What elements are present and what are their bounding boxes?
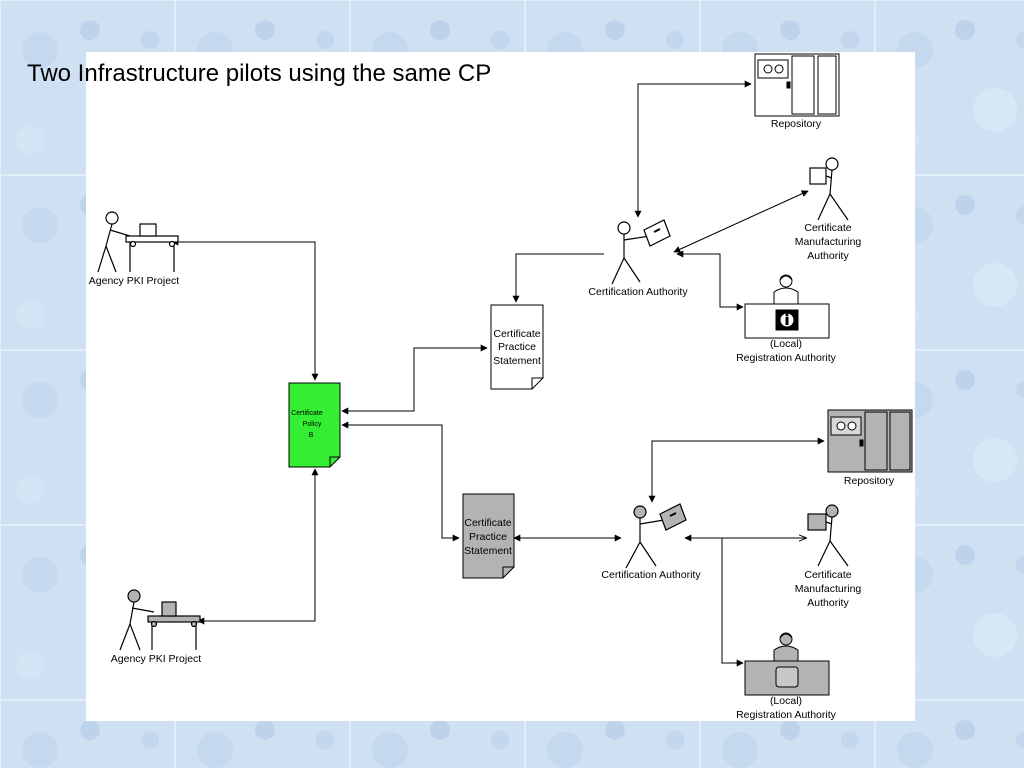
info-desk-icon bbox=[744, 274, 830, 339]
lra-top: (Local) Registration Authority bbox=[736, 274, 837, 364]
cma-bottom-line2: Manufacturing bbox=[795, 583, 862, 595]
connectors bbox=[171, 80, 825, 667]
ca-bottom-label: Certification Authority bbox=[601, 569, 701, 581]
cps-bottom: Certificate Practice Statement bbox=[462, 493, 515, 579]
lra-bottom: (Local) Registration Authority bbox=[736, 632, 837, 721]
lra-bottom-line2: Registration Authority bbox=[736, 709, 837, 721]
slide-title: Two Infrastructure pilots using the same… bbox=[27, 60, 492, 87]
agency-top-label: Agency PKI Project bbox=[89, 275, 180, 287]
person-at-workbench-icon bbox=[119, 589, 201, 651]
cps-top-line3: Statement bbox=[493, 355, 541, 367]
policy-line2: Policy bbox=[303, 421, 322, 428]
repository-bottom: Repository bbox=[827, 409, 913, 487]
cma-bottom: Certificate Manufacturing Authority bbox=[795, 504, 862, 609]
lra-bottom-line1: (Local) bbox=[770, 695, 802, 707]
cps-bottom-line3: Statement bbox=[464, 545, 512, 557]
repository-bottom-label: Repository bbox=[844, 475, 895, 487]
cma-bottom-line3: Authority bbox=[807, 597, 849, 609]
cps-top-line2: Practice bbox=[498, 341, 536, 353]
cma-top: Certificate Manufacturing Authority bbox=[795, 157, 862, 262]
agency-top: Agency PKI Project bbox=[89, 211, 180, 287]
cma-bottom-line1: Certificate bbox=[804, 569, 851, 581]
cps-top-line1: Certificate bbox=[493, 328, 540, 340]
cps-bottom-line2: Practice bbox=[469, 531, 507, 543]
person-with-certificate-icon bbox=[611, 219, 671, 285]
repository-top: Repository bbox=[754, 53, 840, 130]
ca-top-label: Certification Authority bbox=[588, 286, 688, 298]
lra-top-line1: (Local) bbox=[770, 338, 802, 350]
cma-top-line3: Authority bbox=[807, 250, 849, 262]
agency-bottom-label: Agency PKI Project bbox=[111, 653, 202, 665]
repository-top-label: Repository bbox=[771, 118, 822, 130]
cps-top: Certificate Practice Statement bbox=[490, 304, 544, 390]
desk-operator-icon bbox=[744, 632, 830, 696]
policy-line1: Certificate bbox=[291, 410, 323, 417]
cma-top-line2: Manufacturing bbox=[795, 236, 862, 248]
certificate-policy-document: Certificate Policy B bbox=[288, 382, 341, 468]
person-carrying-box-icon bbox=[807, 504, 849, 567]
cps-bottom-line1: Certificate bbox=[464, 517, 511, 529]
policy-line3: B bbox=[309, 432, 314, 439]
ca-top: Certification Authority bbox=[588, 219, 688, 298]
lra-top-line2: Registration Authority bbox=[736, 352, 837, 364]
person-with-certificate-icon bbox=[625, 503, 687, 569]
agency-bottom: Agency PKI Project bbox=[111, 589, 202, 665]
ca-bottom: Certification Authority bbox=[601, 503, 701, 581]
cma-top-line1: Certificate bbox=[804, 222, 851, 234]
storage-server-icon bbox=[827, 409, 913, 473]
person-at-workbench-icon bbox=[97, 211, 179, 273]
person-carrying-box-icon bbox=[809, 157, 849, 221]
storage-server-icon bbox=[754, 53, 840, 117]
